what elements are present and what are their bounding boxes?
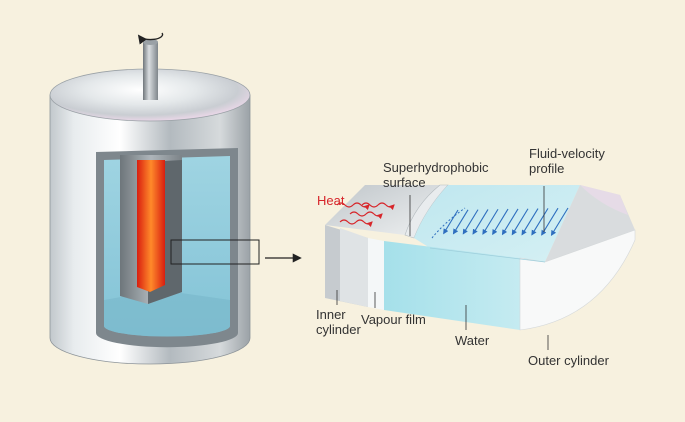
magnified-section bbox=[325, 184, 636, 331]
outer-cylinder-label: Outer cylinder bbox=[528, 353, 609, 368]
cylinder-apparatus bbox=[49, 32, 260, 365]
inner-cylinder-line1: Inner bbox=[316, 307, 346, 322]
water-front bbox=[384, 241, 520, 330]
fluid-velocity-line2: profile bbox=[529, 161, 565, 176]
superhydrophobic-surface-label: Superhydrophobic surface bbox=[383, 160, 489, 190]
velocity-arrow bbox=[482, 208, 499, 235]
water-bottom bbox=[104, 290, 230, 337]
superhydrophobic-line2: surface bbox=[383, 175, 426, 190]
velocity-profile-boundary bbox=[431, 207, 466, 239]
rotation-arrow-icon bbox=[137, 32, 164, 45]
velocity-arrow bbox=[541, 207, 559, 236]
vapour-film-label: Vapour film bbox=[361, 312, 426, 327]
velocity-arrow bbox=[550, 207, 569, 236]
velocity-arrow bbox=[443, 209, 459, 235]
leader-lines bbox=[336, 186, 549, 350]
velocity-arrow bbox=[472, 209, 489, 235]
inner-cylinder-line2: cylinder bbox=[316, 322, 361, 337]
inner-cylinder-label: Inner cylinder bbox=[316, 307, 361, 337]
fluid-velocity-profile-label: Fluid-velocity profile bbox=[529, 146, 605, 176]
heat-label: Heat bbox=[317, 193, 345, 208]
velocity-arrow bbox=[501, 208, 519, 236]
vapour-film-front bbox=[368, 238, 384, 310]
heater-core bbox=[137, 160, 165, 292]
velocity-arrow bbox=[462, 209, 479, 235]
wavy-heat-arrow-icon bbox=[336, 202, 395, 228]
velocity-arrow bbox=[492, 208, 509, 236]
velocity-arrow bbox=[452, 209, 469, 235]
fluid-velocity-line1: Fluid-velocity bbox=[529, 146, 605, 161]
water-top-surface bbox=[414, 185, 580, 262]
rotating-shaft bbox=[143, 42, 158, 100]
velocity-arrow bbox=[511, 208, 529, 236]
velocity-arrow bbox=[531, 208, 549, 236]
water-label: Water bbox=[455, 333, 490, 348]
velocity-profile bbox=[431, 207, 569, 239]
velocity-arrow bbox=[521, 208, 539, 236]
superhydrophobic-line1: Superhydrophobic bbox=[383, 160, 489, 175]
outer-cylinder-front bbox=[519, 229, 636, 331]
zoom-region-box bbox=[170, 239, 260, 265]
